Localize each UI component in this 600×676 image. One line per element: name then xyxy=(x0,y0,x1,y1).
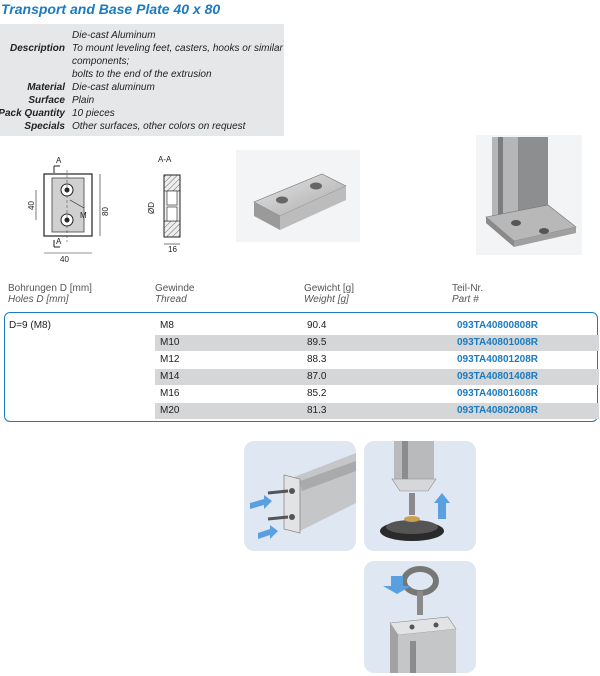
thread-cell: M14 xyxy=(160,371,180,382)
part-number-cell: 093TA40801408R xyxy=(457,371,538,382)
table-row: M10 89.5 093TA40801008R xyxy=(155,335,599,351)
spec-key: Surface xyxy=(28,95,65,106)
thread-cell: M10 xyxy=(160,337,180,348)
mounted-image xyxy=(485,137,577,247)
spec-key: Specials xyxy=(24,121,65,132)
thread-cell: M8 xyxy=(160,320,174,331)
header-part-de: Teil-Nr. xyxy=(452,283,484,294)
header-holes-de: Bohrungen D [mm] xyxy=(8,283,92,294)
spec-value: Other surfaces, other colors on request xyxy=(72,121,246,132)
illustration-bolt-mounting xyxy=(244,441,356,551)
part-number-cell: 093TA40801008R xyxy=(457,337,538,348)
part-number-cell: 093TA40801608R xyxy=(457,388,538,399)
part-number-cell: 093TA40800808R xyxy=(457,320,538,331)
table-row: M12 88.3 093TA40801208R xyxy=(155,352,599,368)
header-thread: Gewinde Thread xyxy=(155,283,194,305)
section-mark-bottom: A xyxy=(56,237,62,246)
spec-value: Die-cast Aluminum xyxy=(72,30,156,41)
height-dim: 80 xyxy=(101,207,110,216)
weight-cell: 88.3 xyxy=(307,354,327,365)
header-thread-de: Gewinde xyxy=(155,283,195,294)
spec-box: Die-cast Aluminum Description To mount l… xyxy=(0,24,284,136)
weight-cell: 81.3 xyxy=(307,405,327,416)
parts-table: D=9 (M8) M8 90.4 093TA40800808R M10 89.5… xyxy=(4,312,599,422)
plate-photo xyxy=(236,150,360,242)
spec-value: bolts to the end of the extrusion xyxy=(72,69,212,80)
spec-key: Material xyxy=(27,82,65,93)
spec-key: Pack Quantity xyxy=(0,108,65,119)
table-row: M20 81.3 093TA40802008R xyxy=(155,403,599,419)
section-view-drawing: A-A ØD 16 xyxy=(147,155,181,254)
inner-dim: 40 xyxy=(27,201,36,210)
spec-value: 10 pieces xyxy=(72,108,115,119)
spec-key: Description xyxy=(9,43,65,54)
table-row: M16 85.2 093TA40801608R xyxy=(155,386,599,402)
diameter-dim: ØD xyxy=(147,202,156,214)
thread-cell: M16 xyxy=(160,388,180,399)
table-row: M14 87.0 093TA40801408R xyxy=(155,369,599,385)
spec-value: Die-cast aluminum xyxy=(72,82,155,93)
header-holes-en: Holes D [mm] xyxy=(8,294,69,305)
eye-bolt-image xyxy=(383,566,457,673)
bolt-mounting-image xyxy=(250,453,356,539)
thread-cell: M20 xyxy=(160,405,180,416)
thread-cell: M12 xyxy=(160,354,180,365)
table-row: M8 90.4 093TA40800808R xyxy=(155,318,599,334)
spec-value: components; xyxy=(72,56,130,67)
header-weight-de: Gewicht [g] xyxy=(304,283,355,294)
header-part: Teil-Nr. Part # xyxy=(452,283,483,305)
plate-image xyxy=(253,173,347,230)
illustration-leveling-foot xyxy=(364,441,476,551)
page-title: Transport and Base Plate 40 x 80 xyxy=(1,1,221,17)
mounted-photo xyxy=(476,135,582,255)
leveling-foot-image xyxy=(380,441,450,541)
spec-value: To mount leveling feet, casters, hooks o… xyxy=(72,43,283,54)
weight-cell: 89.5 xyxy=(307,337,327,348)
part-number-cell: 093TA40802008R xyxy=(457,405,538,416)
part-number-cell: 093TA40801208R xyxy=(457,354,538,365)
header-weight: Gewicht [g] Weight [g] xyxy=(304,283,354,305)
weight-cell: 85.2 xyxy=(307,388,327,399)
spec-value: Plain xyxy=(72,95,95,106)
section-label: A-A xyxy=(158,155,172,164)
header-holes: Bohrungen D [mm] Holes D [mm] xyxy=(8,283,92,305)
illustration-eye-bolt xyxy=(364,561,476,673)
width-dim: 40 xyxy=(60,255,69,264)
weight-cell: 87.0 xyxy=(307,371,327,382)
holes-value: D=9 (M8) xyxy=(9,320,51,331)
weight-cell: 90.4 xyxy=(307,320,327,331)
header-thread-en: Thread xyxy=(155,294,187,305)
thread-dim: M xyxy=(80,211,87,220)
thickness-dim: 16 xyxy=(168,245,177,254)
header-weight-en: Weight [g] xyxy=(304,294,349,305)
header-part-en: Part # xyxy=(452,294,479,305)
section-mark-top: A xyxy=(56,156,62,165)
front-view-drawing: A M 40 80 A 40 xyxy=(27,156,110,264)
